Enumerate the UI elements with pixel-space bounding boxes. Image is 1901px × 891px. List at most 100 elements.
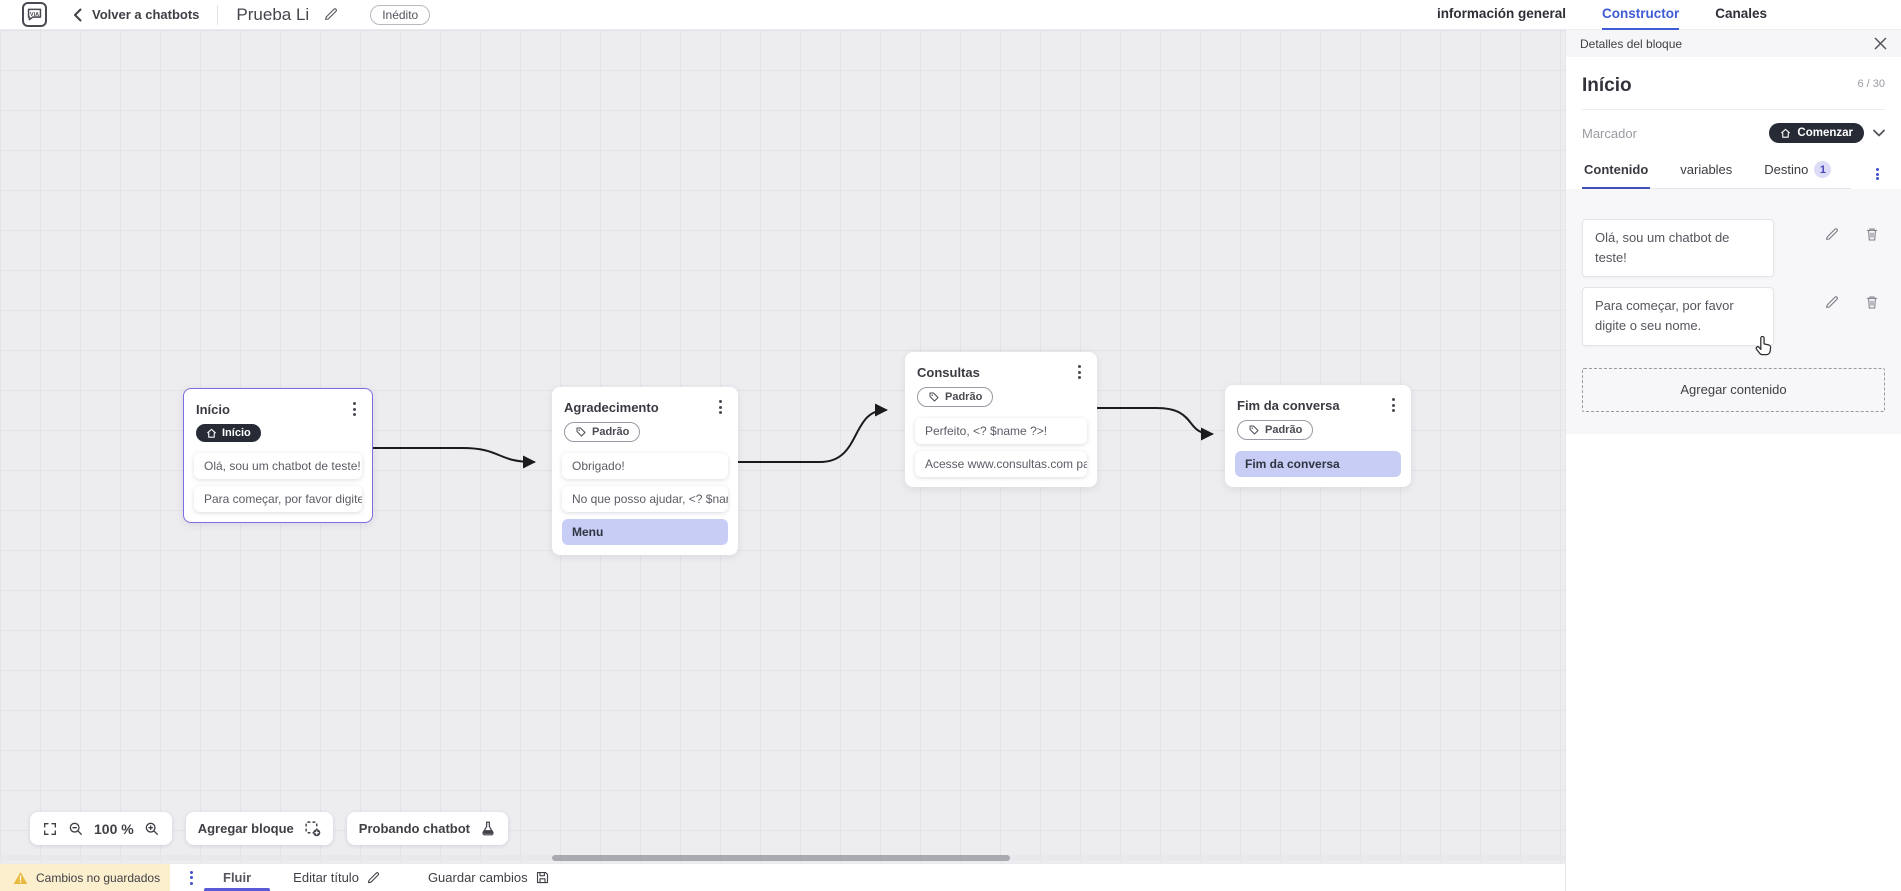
block-message-item[interactable]: Perfeito, <? $name ?>! bbox=[915, 418, 1087, 444]
panel-block-name: Início bbox=[1582, 75, 1632, 96]
panel-body: Início 6 / 30 Marcador Comenzar bbox=[1566, 57, 1901, 434]
topbar-divider bbox=[217, 4, 219, 25]
add-content-button[interactable]: Agregar contenido bbox=[1582, 367, 1885, 412]
tag-icon bbox=[576, 427, 586, 437]
delete-content-icon[interactable] bbox=[1865, 227, 1879, 242]
block-header: Agradecimento bbox=[562, 396, 728, 416]
chevron-down-icon[interactable] bbox=[1873, 129, 1885, 137]
back-to-chatbots[interactable]: Volver a chatbots bbox=[73, 7, 199, 22]
flow-block-consultas[interactable]: Consultas Padrão Perfeito, <? $name ?>! … bbox=[905, 352, 1097, 487]
content-section: Olá, sou um chatbot de teste! Para começ… bbox=[1566, 189, 1901, 434]
tab-label: Destino bbox=[1764, 162, 1809, 177]
floppy-disk-icon bbox=[536, 871, 548, 884]
tab-variables[interactable]: variables bbox=[1678, 157, 1734, 189]
flow-menu-icon[interactable] bbox=[186, 869, 197, 887]
tab-label: Contenido bbox=[1584, 162, 1649, 177]
panel-header-title: Detalles del bloque bbox=[1580, 36, 1683, 51]
block-badge-label: Padrão bbox=[945, 391, 983, 403]
block-message-item[interactable]: Para começar, por favor digite o ... bbox=[194, 486, 362, 512]
warning-triangle-icon bbox=[13, 871, 28, 884]
edit-content-icon[interactable] bbox=[1824, 227, 1839, 242]
marker-value: Comenzar bbox=[1797, 127, 1853, 139]
block-action-item[interactable]: Fim da conversa bbox=[1235, 451, 1401, 477]
home-icon bbox=[207, 428, 216, 438]
block-title: Início bbox=[196, 401, 230, 417]
marker-value-pill[interactable]: Comenzar bbox=[1769, 123, 1864, 143]
top-bar: VIA Volver a chatbots Prueba Li Inédito … bbox=[0, 0, 1901, 30]
block-type-badge: Padrão bbox=[564, 422, 641, 442]
content-row-actions bbox=[1824, 219, 1885, 242]
content-row: Olá, sou um chatbot de teste! bbox=[1582, 219, 1885, 278]
back-label: Volver a chatbots bbox=[92, 7, 200, 22]
home-icon bbox=[1781, 128, 1791, 138]
zoom-level: 100 % bbox=[94, 820, 134, 837]
flow-block-fim-da-conversa[interactable]: Fim da conversa Padrão Fim da conversa bbox=[1225, 385, 1411, 487]
panel-tabs: Contenido variables Destino 1 bbox=[1582, 157, 1851, 189]
panel-tabs-row: Contenido variables Destino 1 bbox=[1582, 157, 1885, 189]
block-menu-icon[interactable] bbox=[1074, 363, 1085, 381]
connector-agradecimento-consultas bbox=[737, 403, 888, 463]
tab-informacion-general[interactable]: información general bbox=[1436, 6, 1566, 21]
block-message-item[interactable]: No que posso ajudar, <? $name ... bbox=[562, 486, 728, 512]
tab-fluir-label: Fluir bbox=[223, 870, 252, 885]
canvas-toolbar: 100 % Agregar bloque Probando chatbot bbox=[30, 812, 508, 845]
main-tabs: información general Constructor Canales bbox=[1437, 0, 1767, 30]
content-text[interactable]: Para começar, por favor digite o seu nom… bbox=[1582, 287, 1774, 346]
block-title: Consultas bbox=[917, 364, 980, 380]
horizontal-scrollbar-thumb[interactable] bbox=[552, 855, 1010, 861]
tag-icon bbox=[929, 392, 939, 402]
zoom-in-icon[interactable] bbox=[144, 821, 160, 837]
connector-consultas-fim bbox=[1096, 407, 1214, 441]
add-block-button[interactable]: Agregar bloque bbox=[185, 812, 333, 845]
unsaved-changes-chip: Cambios no guardados bbox=[0, 864, 170, 891]
block-header: Fim da conversa bbox=[1235, 394, 1401, 414]
edit-title-button[interactable]: Editar título bbox=[293, 870, 380, 885]
save-changes-button[interactable]: Guardar cambios bbox=[428, 870, 550, 885]
zoom-out-icon[interactable] bbox=[68, 821, 84, 837]
panel-header: Detalles del bloque bbox=[1566, 30, 1901, 57]
app-logo[interactable]: VIA bbox=[22, 2, 47, 27]
fullscreen-icon[interactable] bbox=[42, 821, 58, 837]
pencil-icon bbox=[367, 871, 379, 883]
close-icon[interactable] bbox=[1874, 37, 1887, 50]
test-chatbot-button[interactable]: Probando chatbot bbox=[346, 812, 508, 845]
tab-contenido[interactable]: Contenido bbox=[1582, 157, 1651, 189]
content-text[interactable]: Olá, sou um chatbot de teste! bbox=[1582, 219, 1774, 278]
flow-block-agradecimento[interactable]: Agradecimento Padrão Obrigado! No que po… bbox=[552, 387, 738, 555]
destino-count-badge: 1 bbox=[1814, 161, 1832, 178]
flow-block-inicio[interactable]: Início Início Olá, sou um chatbot de tes… bbox=[183, 388, 373, 523]
block-action-item[interactable]: Menu bbox=[562, 519, 728, 545]
block-menu-icon[interactable] bbox=[1388, 396, 1399, 414]
block-message-item[interactable]: Obrigado! bbox=[562, 453, 728, 479]
test-chatbot-label: Probando chatbot bbox=[358, 821, 470, 836]
block-badge-label: Padrão bbox=[1265, 424, 1303, 436]
content-row: Para começar, por favor digite o seu nom… bbox=[1582, 287, 1885, 346]
tab-label: variables bbox=[1680, 162, 1733, 177]
tag-icon bbox=[1249, 425, 1259, 435]
tab-canales[interactable]: Canales bbox=[1715, 6, 1767, 21]
add-content-label: Agregar contenido bbox=[1680, 382, 1787, 398]
block-title: Fim da conversa bbox=[1237, 397, 1340, 413]
tab-fluir[interactable]: Fluir bbox=[201, 864, 273, 891]
delete-content-icon[interactable] bbox=[1865, 295, 1879, 310]
tab-constructor[interactable]: Constructor bbox=[1601, 0, 1680, 30]
block-type-badge: Padrão bbox=[917, 387, 994, 407]
block-message-item[interactable]: Acesse www.consultas.com par... bbox=[915, 451, 1087, 477]
tab-destino[interactable]: Destino 1 bbox=[1762, 157, 1833, 189]
block-title: Agradecimento bbox=[564, 399, 659, 415]
block-header: Consultas bbox=[915, 361, 1087, 381]
unsaved-changes-label: Cambios no guardados bbox=[36, 870, 161, 885]
edit-content-icon[interactable] bbox=[1824, 295, 1839, 310]
connector-inicio-agradecimento bbox=[372, 447, 536, 469]
block-menu-icon[interactable] bbox=[715, 398, 726, 416]
horizontal-scrollbar-track[interactable] bbox=[0, 855, 1565, 861]
block-message-item[interactable]: Olá, sou um chatbot de teste! bbox=[194, 453, 362, 479]
panel-tabs-menu-icon[interactable] bbox=[1851, 167, 1885, 189]
block-details-panel: Detalles del bloque Início 6 / 30 Marcad… bbox=[1565, 30, 1901, 891]
content-row-actions bbox=[1824, 287, 1885, 310]
flow-canvas[interactable]: Início Início Olá, sou um chatbot de tes… bbox=[0, 30, 1565, 863]
block-menu-icon[interactable] bbox=[349, 400, 360, 418]
edit-title-icon[interactable] bbox=[323, 7, 338, 22]
block-type-badge: Padrão bbox=[1237, 420, 1314, 440]
